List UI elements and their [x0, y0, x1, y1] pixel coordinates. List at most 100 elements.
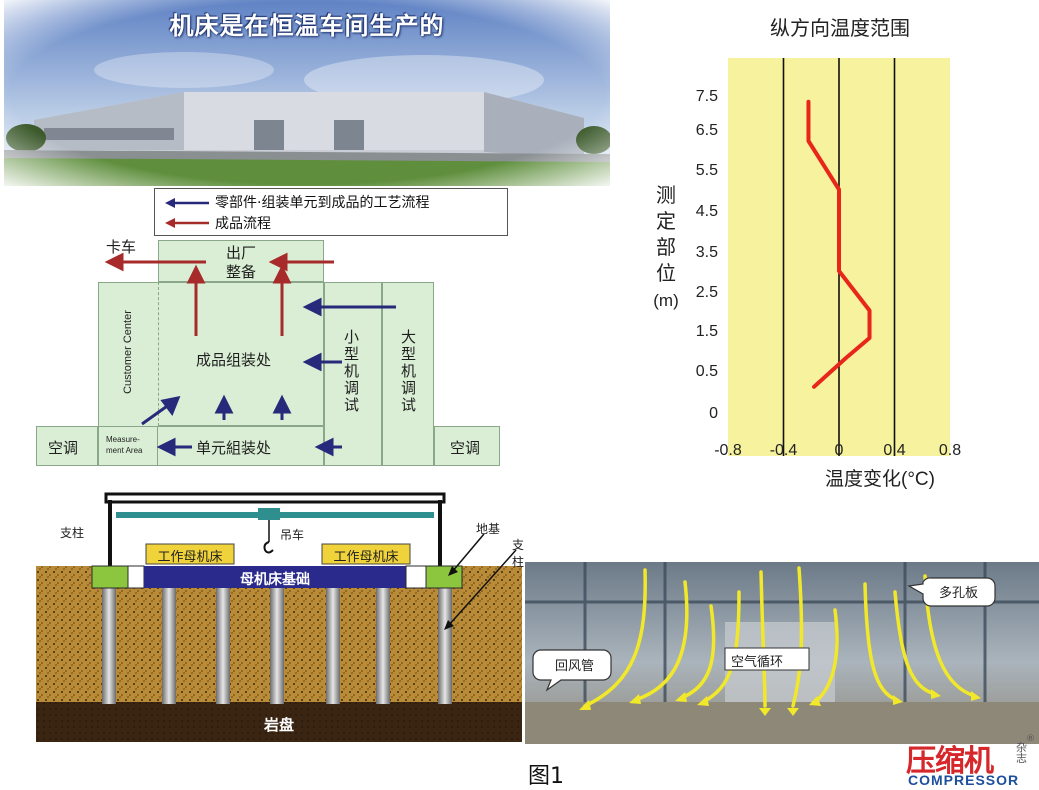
measurement-area [98, 426, 158, 466]
ground-base-label: 地基 [476, 522, 501, 536]
shipping-label-line2: 整备 [226, 263, 257, 281]
measurement-arrowhead [160, 395, 181, 417]
product-up-arrowhead-right [272, 264, 292, 284]
final-assembly-area [158, 282, 324, 426]
truck-arrowhead [104, 252, 124, 272]
air-circulation-label: 空气循环 [731, 655, 784, 670]
logo-main-text: 压缩机 [906, 744, 994, 779]
series-line [806, 99, 872, 389]
foundation-bar [144, 566, 406, 588]
pillar-right-label: 支柱 [512, 538, 525, 569]
logo-english-text: COMPRESSOR [908, 772, 1020, 788]
chart-title: 纵方向温度范围 [770, 17, 910, 40]
foundation-cross-section: 支柱 吊车 地基 支柱 工作母机床 工作母机床 母机床基础 岩盘 [36, 490, 525, 742]
factory-exterior-photo: 机床是在恒温车间生产的 [4, 0, 610, 186]
left-gap [127, 565, 145, 589]
y-tick-label-2: 1.5 [696, 323, 718, 340]
aircon-right-label: 空调 [450, 439, 481, 457]
logo-small-text: 杂志 [1016, 741, 1027, 765]
x-axis-label: 温度变化(°C) [825, 468, 935, 490]
right-ground-base [425, 565, 463, 589]
unit-left-arrowhead [156, 437, 176, 457]
y-axis-label-unit: (m) [653, 291, 678, 310]
flow-legend: 零部件·组装单元到成品的工艺流程 成品流程 [154, 188, 508, 236]
y-tick-label-0: 0 [709, 405, 718, 422]
temperature-chart-svg: 纵方向温度范围 -0.8 -0.4 0 0.4 0.8 0 0.5 1.5 2.5 3.5 4.5… [653, 17, 961, 490]
aircon-left-label: 空调 [48, 439, 79, 457]
legend-arrows [165, 198, 209, 228]
aircon-left-area [36, 426, 98, 466]
unit-up-arrowhead-right [272, 394, 292, 414]
x-tick-label-1: -0.4 [770, 442, 798, 459]
return-duct-callout [532, 649, 612, 692]
small-test-arrowhead [302, 352, 322, 372]
y-tick-label-8: 7.5 [696, 88, 718, 105]
bedrock-label: 岩盘 [263, 716, 294, 734]
y-axis-label-char-2: 部 [656, 236, 676, 259]
truck-label: 卡车 [106, 238, 137, 256]
x-tick-label-3: 0.4 [883, 442, 905, 459]
factory-photo-illustration [4, 0, 610, 186]
x-tick-label-2: 0 [835, 442, 844, 459]
large-test-arrowhead [302, 297, 322, 317]
air-circulation-callout [724, 647, 810, 671]
small-test-area [324, 282, 382, 466]
pillar-left-label: 支柱 [60, 526, 85, 540]
y-tick-label-3: 2.5 [696, 284, 718, 301]
shipping-label-line1: 出厂 [226, 244, 257, 262]
x-tick-label-0: -0.8 [714, 442, 742, 459]
shipping-in-arrowhead [268, 252, 288, 272]
foundation-illustration [36, 492, 522, 742]
perforated-plate-callout [907, 577, 996, 607]
y-tick-label-1: 0.5 [696, 363, 718, 380]
machine-right-label: 工作母机床 [333, 550, 399, 565]
y-axis-label-char-1: 定 [656, 210, 676, 233]
legend-red-arrowhead [165, 218, 175, 228]
measurement-label-line2: ment Area [106, 446, 143, 455]
compressor-logo: 压缩机 杂志 ® COMPRESSOR [902, 734, 1039, 790]
photo-title: 机床是在恒温车间生产的 [169, 11, 445, 40]
crane-trolley [258, 508, 280, 520]
crane-label: 吊车 [280, 528, 305, 542]
legend-blue-arrowhead [165, 198, 175, 208]
y-tick-label-7: 6.5 [696, 122, 718, 139]
unit-right-arrowhead [314, 437, 334, 457]
large-test-label: 大型机调试 [399, 329, 417, 414]
measurement-label-line1: Measure- [106, 435, 140, 444]
flow-arrows [104, 252, 396, 457]
process-flow-diagram: 零部件·组装单元到成品的工艺流程 成品流程 [36, 186, 508, 476]
return-duct-label: 回风管 [555, 659, 595, 674]
factory-interior-photo: 回风管 多孔板 空气循环 [525, 562, 1039, 744]
left-ground-base [91, 565, 129, 589]
final-assembly-label: 成品组装处 [196, 351, 272, 369]
bedrock [36, 702, 522, 742]
legend-product-flow: 成品流程 [215, 216, 271, 232]
small-test-label: 小型机调试 [342, 329, 360, 414]
customer-center-label: Customer Center [122, 310, 134, 394]
product-up-arrowhead-left [186, 264, 206, 284]
unit-up-arrowhead-left [214, 394, 234, 414]
machine-left-label: 工作母机床 [157, 550, 223, 565]
aircon-right-area [434, 426, 500, 466]
y-tick-label-6: 5.5 [696, 162, 718, 179]
large-test-area [382, 282, 434, 466]
unit-assembly-label: 单元組装处 [196, 439, 272, 457]
crane-hook-icon [263, 541, 274, 554]
legend-process-flow: 零部件·组装单元到成品的工艺流程 [215, 195, 430, 211]
y-tick-label-5: 4.5 [696, 203, 718, 220]
interior-illustration [525, 562, 1039, 744]
machine-left [145, 543, 235, 565]
figure-caption: 图1 [528, 764, 564, 789]
roof-beam [104, 492, 446, 504]
y-tick-label-4: 3.5 [696, 244, 718, 261]
measurement-label: Measure- ment Area [106, 434, 142, 456]
perforated-plate-label: 多孔板 [939, 586, 979, 601]
y-axis-label-char-3: 位 [656, 262, 676, 285]
measurement-arrow [141, 402, 171, 426]
machine-right [321, 543, 411, 565]
logo-reg-mark: ® [1026, 734, 1035, 744]
temperature-chart: 纵方向温度范围 -0.8 -0.4 0 0.4 0.8 0 0.5 1.5 2.5 3.5 4.5… [640, 0, 1039, 500]
right-gap [405, 565, 427, 589]
x-tick-label-4: 0.8 [939, 442, 961, 459]
